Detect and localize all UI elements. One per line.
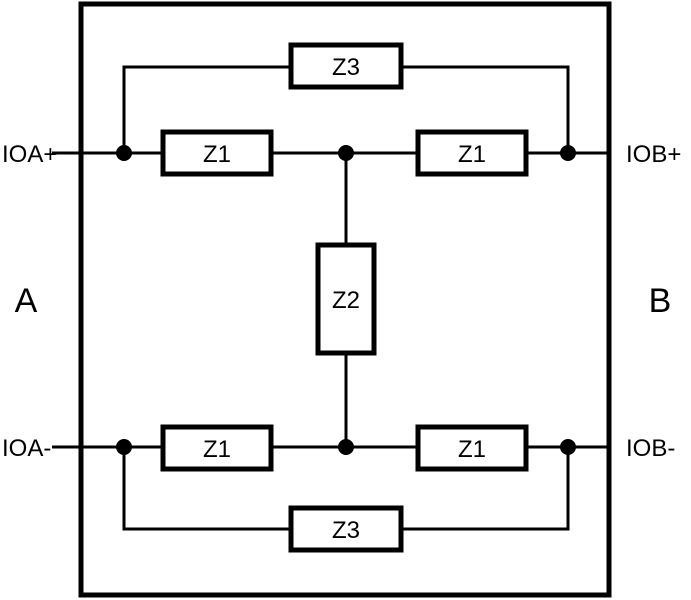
impedance-z1-bottom-left-label: Z1 [203,436,231,463]
impedance-z1-top-right: Z1 [415,129,529,177]
port-label-iob-minus: IOB- [626,435,675,462]
enclosure-frame [78,1,612,598]
junction-node-bottom-right [560,439,576,455]
impedance-z1-bottom-left: Z1 [160,424,274,472]
wire-bottom-bridge-right [401,447,570,531]
wire-top-bridge-left [122,65,291,153]
port-label-iob-plus: IOB+ [626,141,681,168]
impedance-z3-bottom: Z3 [288,505,404,553]
impedance-z3-bottom-label: Z3 [332,517,360,544]
impedance-z1-top-right-label: Z1 [458,141,486,168]
junction-node-bottom-center [338,439,354,455]
impedance-z2-center-label: Z2 [332,287,360,314]
impedance-z2-center: Z2 [315,242,377,356]
impedance-z3-top-label: Z3 [332,54,360,81]
wire-bottom-bridge-left [122,447,291,531]
impedance-z3-top: Z3 [288,42,404,90]
impedance-z1-bottom-right-label: Z1 [458,436,486,463]
side-label-a: A [15,282,38,320]
side-label-b: B [649,282,672,320]
junction-node-top-center [338,145,354,161]
impedance-z1-bottom-right: Z1 [415,424,529,472]
port-label-ioa-minus: IOA- [2,435,51,462]
junction-node-top-left [116,145,132,161]
junction-node-top-right [560,145,576,161]
wire-top-bridge-right [401,65,570,153]
impedance-z1-top-left: Z1 [160,129,274,177]
junction-node-bottom-left [116,439,132,455]
port-label-ioa-plus: IOA+ [2,141,57,168]
impedance-z1-top-left-label: Z1 [203,141,231,168]
